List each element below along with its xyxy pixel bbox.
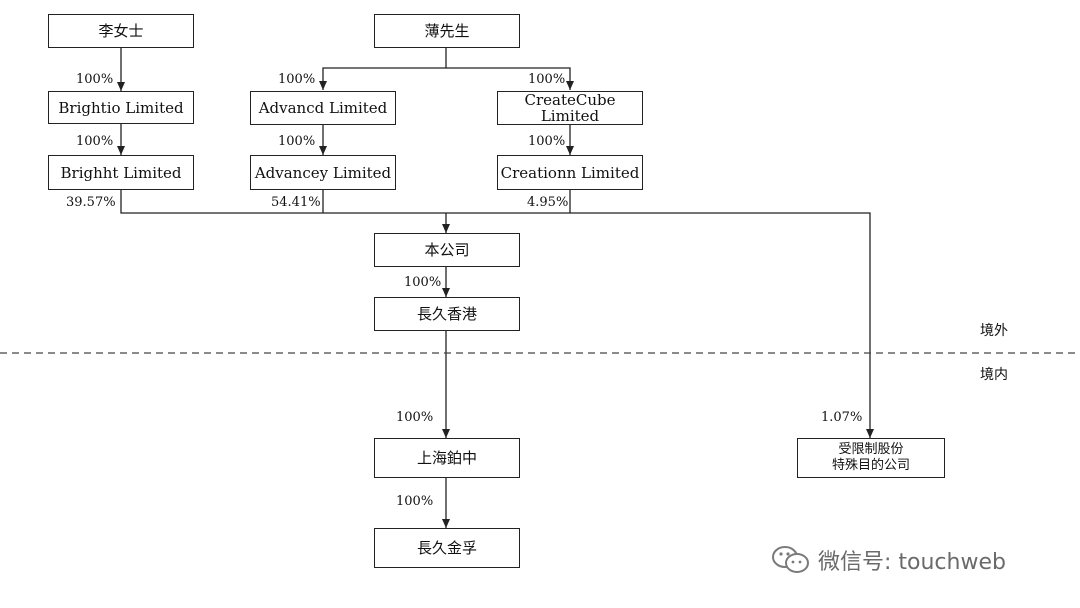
entity-createcube: CreateCube Limited xyxy=(497,91,643,125)
edge-holdings-bus xyxy=(120,190,874,438)
entity-brightio: Brightio Limited xyxy=(48,91,194,124)
pct-bo-createcube: 100% xyxy=(528,72,566,87)
pct-li-brightio: 100% xyxy=(76,72,114,87)
entity-hk: 長久香港 xyxy=(374,297,520,331)
region-offshore-label: 境外 xyxy=(980,323,1008,339)
wechat-icon xyxy=(772,546,809,573)
pct-creationn-company: 4.95% xyxy=(527,195,569,210)
pct-bo-advancd: 100% xyxy=(278,72,316,87)
pct-shanghai-jinfu: 100% xyxy=(396,494,434,509)
entity-advancey: Advancey Limited xyxy=(250,155,396,190)
pct-brighht-company: 39.57% xyxy=(66,195,116,210)
entity-restricted-spv: 受限制股份 特殊目的公司 xyxy=(797,438,945,478)
entity-creationn: Creationn Limited xyxy=(497,155,643,190)
entity-bo: 薄先生 xyxy=(374,14,520,48)
watermark-text: 微信号: touchweb xyxy=(818,550,1006,575)
entity-li: 李女士 xyxy=(48,14,194,48)
pct-advancey-company: 54.41% xyxy=(271,195,321,210)
entity-shanghai: 上海鉑中 xyxy=(374,438,520,478)
region-onshore-label: 境内 xyxy=(980,367,1008,383)
pct-brightio-brighht: 100% xyxy=(76,134,114,149)
edge-bo-split xyxy=(319,48,447,90)
pct-createcube-creationn: 100% xyxy=(528,134,566,149)
pct-hk-shanghai: 100% xyxy=(396,410,434,425)
entity-advancd: Advancd Limited xyxy=(250,91,396,125)
entity-brighht: Brighht Limited xyxy=(48,155,194,190)
pct-company-hk: 100% xyxy=(404,275,442,290)
entity-jinfu: 長久金孚 xyxy=(374,528,520,568)
entity-company: 本公司 xyxy=(374,233,520,267)
pct-spv-stake: 1.07% xyxy=(821,410,863,425)
watermark: 微信号: touchweb xyxy=(770,540,1060,580)
edge-bo-createcube xyxy=(446,67,574,90)
pct-advancd-advancey: 100% xyxy=(278,134,316,149)
